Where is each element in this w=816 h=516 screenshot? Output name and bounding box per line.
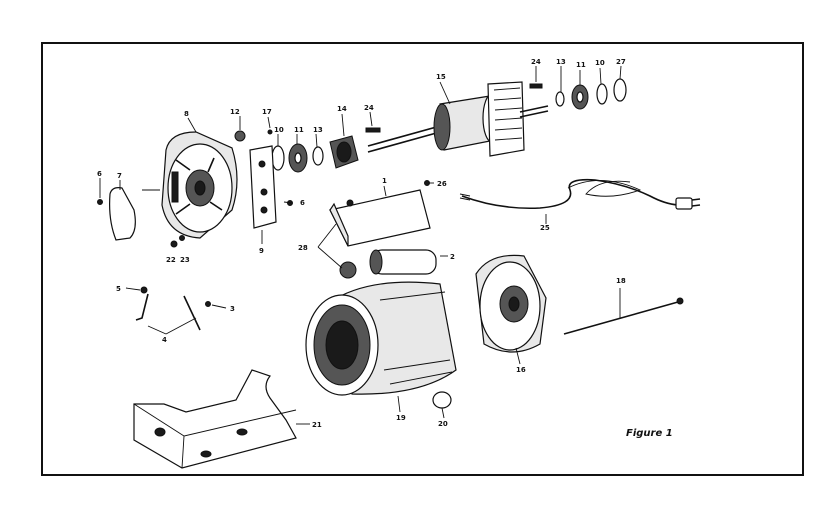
ring-13-left [312, 146, 324, 166]
rotor-assembly [367, 81, 549, 157]
label-27: 27 [616, 58, 626, 66]
label-10-left: 10 [274, 126, 284, 134]
label-14: 14 [337, 105, 347, 113]
washer-10-right [596, 83, 608, 105]
label-26: 26 [437, 180, 447, 188]
label-6-right: 6 [300, 199, 305, 207]
ring-13-right [555, 91, 565, 107]
stator-housing-19 [305, 281, 457, 396]
key-24-right [529, 83, 543, 89]
label-2: 2 [450, 253, 455, 261]
screw-6-left [97, 199, 103, 205]
label-28: 28 [298, 244, 308, 252]
label-20: 20 [438, 420, 448, 428]
clips-4 [135, 293, 201, 331]
plug-20 [432, 391, 452, 409]
cap-27 [613, 78, 627, 102]
label-11-right: 11 [576, 61, 586, 69]
label-21: 21 [312, 421, 322, 429]
line-cord-25 [459, 178, 701, 210]
label-12: 12 [230, 108, 240, 116]
through-bolt-18 [563, 301, 679, 335]
part-labels: 8 12 17 10 11 13 14 24 15 24 13 11 10 27… [97, 58, 673, 439]
key-24-left [365, 127, 381, 133]
switch-plate-9 [249, 145, 277, 229]
label-19: 19 [396, 414, 406, 422]
end-bell-16 [475, 254, 547, 353]
label-4: 4 [162, 336, 167, 344]
terminal-12 [234, 130, 246, 142]
screw-3 [205, 301, 211, 307]
label-10-right: 10 [595, 59, 605, 67]
label-6-left: 6 [97, 170, 102, 178]
diagram-frame [41, 42, 804, 476]
label-15: 15 [436, 73, 446, 81]
label-3: 3 [230, 305, 235, 313]
screw-5 [140, 286, 148, 294]
figure-caption: Figure 1 [626, 428, 673, 439]
label-24-left: 24 [364, 104, 374, 112]
washer-23 [179, 235, 185, 241]
label-22: 22 [166, 256, 176, 264]
label-9: 9 [259, 247, 264, 255]
label-23: 23 [180, 256, 190, 264]
washer-10-left [271, 145, 285, 171]
end-bell-8 [161, 131, 238, 239]
label-16: 16 [516, 366, 526, 374]
label-11-left: 11 [294, 126, 304, 134]
nut-22 [170, 240, 178, 248]
label-25: 25 [540, 224, 550, 232]
leader-lines [99, 65, 622, 425]
gasket-7 [109, 187, 136, 241]
label-18: 18 [616, 277, 626, 285]
base-21 [133, 369, 297, 469]
clip-28 [339, 261, 357, 279]
label-17: 17 [262, 108, 272, 116]
label-13-right: 13 [556, 58, 566, 66]
label-13-left: 13 [313, 126, 323, 134]
label-24-right: 24 [531, 58, 541, 66]
label-1: 1 [382, 177, 387, 185]
screw-17 [267, 129, 273, 135]
label-5: 5 [116, 285, 121, 293]
label-8: 8 [184, 110, 189, 118]
label-7: 7 [117, 172, 122, 180]
